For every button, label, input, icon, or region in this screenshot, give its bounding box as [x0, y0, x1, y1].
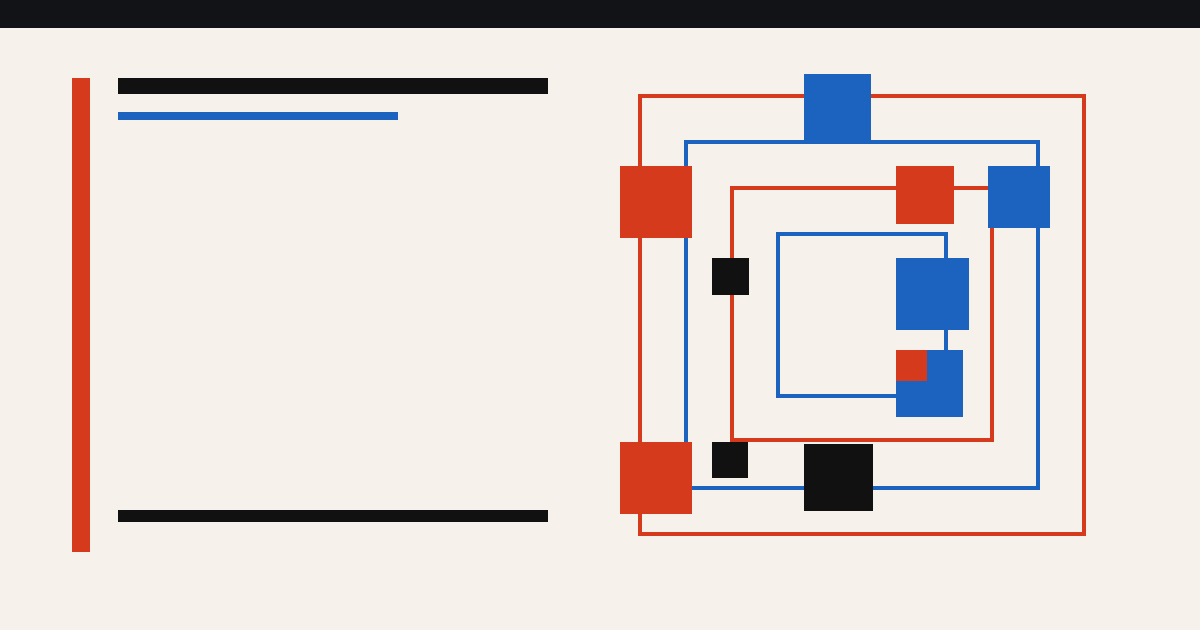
- upper-black-square: [712, 258, 749, 295]
- left-red-block-bottom: [620, 442, 692, 514]
- top-black-bar: [118, 78, 548, 94]
- lower-black-square: [712, 442, 748, 478]
- bottom-black-block: [804, 444, 873, 511]
- left-red-block-top: [620, 166, 692, 238]
- top-blue-block: [804, 74, 871, 140]
- top-bar: [0, 0, 1200, 28]
- inner-red-frame: [730, 186, 994, 442]
- right-blue-block: [988, 166, 1050, 228]
- center-blue-block: [896, 258, 969, 330]
- left-accent-bar: [72, 78, 90, 552]
- blue-accent-line: [118, 112, 398, 120]
- upper-red-block: [896, 166, 954, 224]
- bottom-black-bar: [118, 510, 548, 522]
- small-red-square: [896, 350, 927, 381]
